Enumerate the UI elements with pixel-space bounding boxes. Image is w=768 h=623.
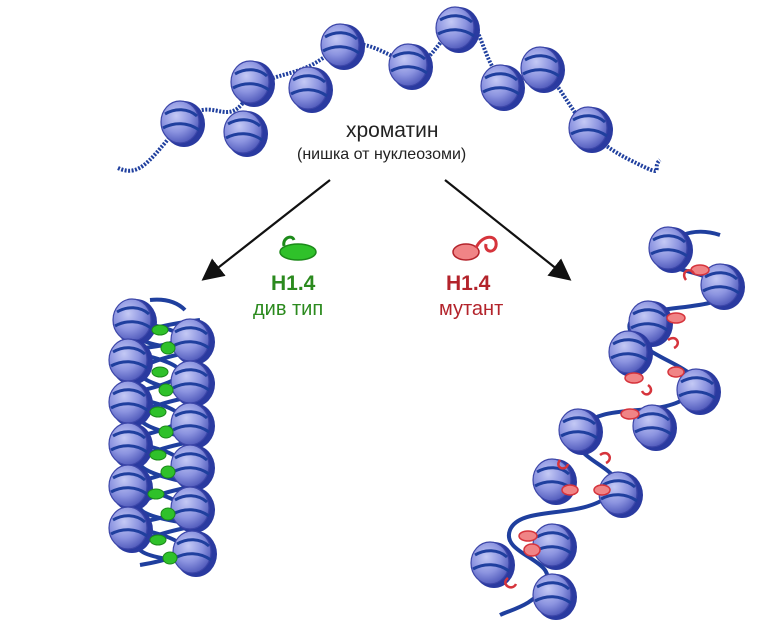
linker-histones-mutant (504, 264, 710, 589)
arrow-icon-left (201, 179, 331, 281)
nucleosome-icon-open-fiber (469, 225, 747, 622)
mutant-variant-label: мутант (439, 298, 504, 320)
linker-histone-icon-wildtype (279, 235, 317, 261)
linker-histone-icon-mutant (452, 235, 498, 261)
wildtype-variant-label: див тип (253, 298, 324, 320)
chromatin-title: хроматин (346, 119, 439, 142)
open-fiber-mutant (469, 225, 747, 622)
compact-fiber-wildtype (107, 297, 219, 579)
chromatin-subtitle: (нишка от нуклеозоми) (297, 146, 467, 163)
nucleosome-icon-column-right (169, 317, 219, 579)
arrow-icon-right (444, 179, 572, 281)
linker-histones-wildtype (147, 324, 178, 565)
mutant-protein-label: H1.4 (446, 272, 491, 295)
wildtype-protein-label: H1.4 (271, 272, 316, 295)
